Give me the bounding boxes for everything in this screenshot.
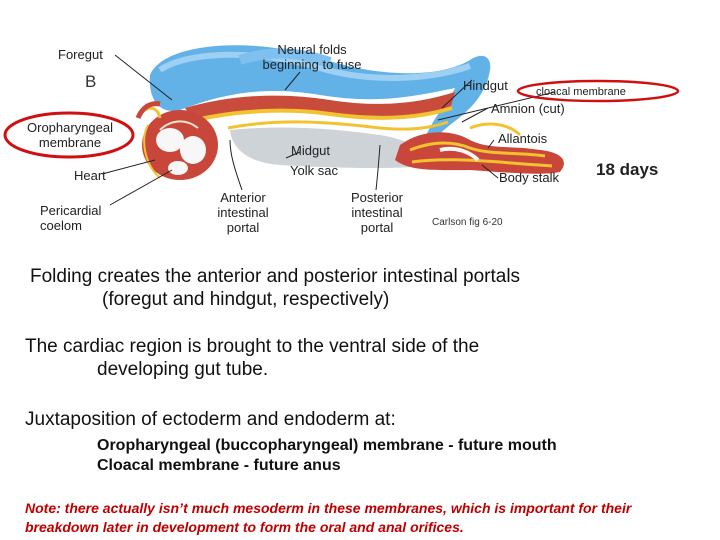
paragraph-juxtaposition: Juxtaposition of ectoderm and endoderm a… <box>25 408 396 431</box>
hindgut-label: Hindgut <box>463 78 508 93</box>
cloacal-membrane-label: cloacal membrane <box>536 85 626 100</box>
anterior-intestinal-portal-label: Anterior intestinal portal <box>206 190 280 235</box>
paragraph-cardiac: The cardiac region is brought to the ven… <box>25 335 479 381</box>
heart-label: Heart <box>74 168 106 183</box>
paragraph-folding: Folding creates the anterior and posteri… <box>30 265 520 311</box>
posterior-intestinal-portal-label: Posterior intestinal portal <box>340 190 414 235</box>
midgut-label: Midgut <box>291 143 330 158</box>
list-item: Oropharyngeal (buccopharyngeal) membrane… <box>97 436 557 456</box>
membrane-list: Oropharyngeal (buccopharyngeal) membrane… <box>97 436 557 476</box>
panel-letter: B <box>85 72 96 92</box>
figure-citation: Carlson fig 6-20 <box>432 217 503 228</box>
list-item: Cloacal membrane - future anus <box>97 456 557 476</box>
foregut-label: Foregut <box>58 47 103 62</box>
neural-folds-label: Neural folds beginning to fuse <box>252 42 372 72</box>
days-label: 18 days <box>596 160 658 180</box>
yolk-sac-label: Yolk sac <box>290 163 338 178</box>
amnion-label: Amnion (cut) <box>491 101 565 116</box>
pericardial-coelom-label: Pericardial coelom <box>40 203 101 233</box>
oropharyngeal-membrane-label: Oropharyngeal membrane <box>8 120 132 150</box>
body-stalk-label: Body stalk <box>499 170 559 185</box>
mesoderm-note: Note: there actually isn’t much mesoderm… <box>25 499 705 537</box>
heart-region <box>142 110 218 180</box>
allantois-label: Allantois <box>498 131 547 146</box>
